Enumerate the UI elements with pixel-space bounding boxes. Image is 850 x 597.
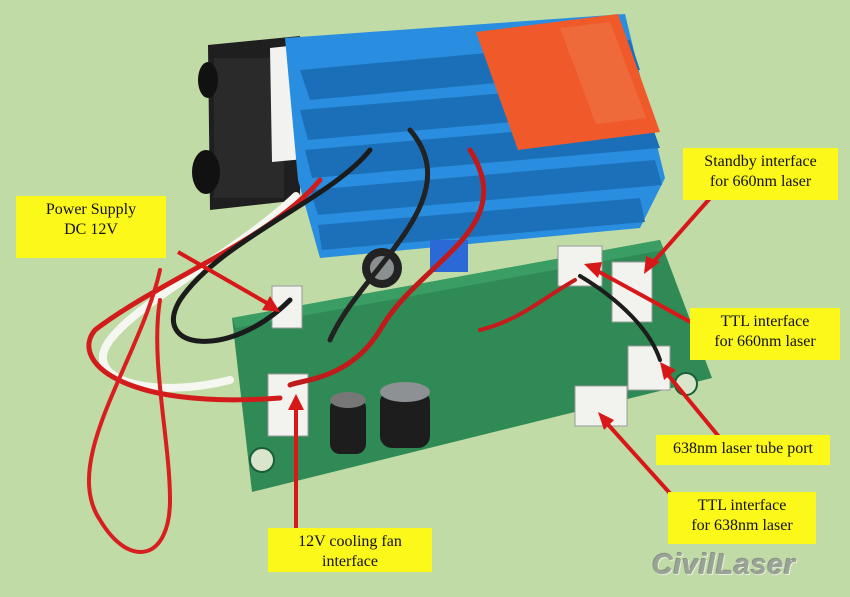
label-tube-port-638: 638nm laser tube port bbox=[656, 435, 830, 465]
label-standby-line2: for 660nm laser bbox=[709, 173, 812, 190]
label-ttl-660-line1: TTL interface bbox=[720, 313, 810, 330]
arrow-tube-port bbox=[660, 362, 722, 440]
label-ttl-638-line2: for 638nm laser bbox=[691, 517, 793, 534]
connectors bbox=[267, 245, 671, 437]
label-power-supply-line2: DC 12V bbox=[64, 221, 118, 238]
arrow-power-supply bbox=[177, 250, 280, 312]
label-fan-line1: 12V cooling fan bbox=[298, 533, 402, 550]
label-fan-interface: 12V cooling fan interface bbox=[268, 528, 432, 572]
label-ttl-660: TTL interface for 660nm laser bbox=[690, 308, 840, 360]
label-ttl-638-line1: TTL interface bbox=[697, 497, 787, 514]
arrow-standby bbox=[644, 194, 714, 274]
laser-warning-sticker bbox=[476, 14, 660, 150]
arrow-ttl-638 bbox=[598, 412, 678, 502]
label-tube-port-line1: 638nm laser tube port bbox=[673, 440, 813, 457]
label-fan-line2: interface bbox=[322, 553, 378, 570]
wires bbox=[86, 127, 662, 554]
brand-watermark: CivilLaser bbox=[652, 549, 796, 581]
label-standby-interface: Standby interface for 660nm laser bbox=[683, 148, 838, 200]
pointer-arrows bbox=[177, 194, 722, 540]
label-ttl-660-line2: for 660nm laser bbox=[714, 333, 816, 350]
label-power-supply: Power Supply DC 12V bbox=[16, 196, 166, 258]
label-power-supply-line1: Power Supply bbox=[45, 201, 137, 218]
label-standby-line1: Standby interface bbox=[704, 153, 817, 170]
arrow-fan bbox=[288, 394, 304, 540]
label-ttl-638: TTL interface for 638nm laser bbox=[668, 492, 816, 544]
